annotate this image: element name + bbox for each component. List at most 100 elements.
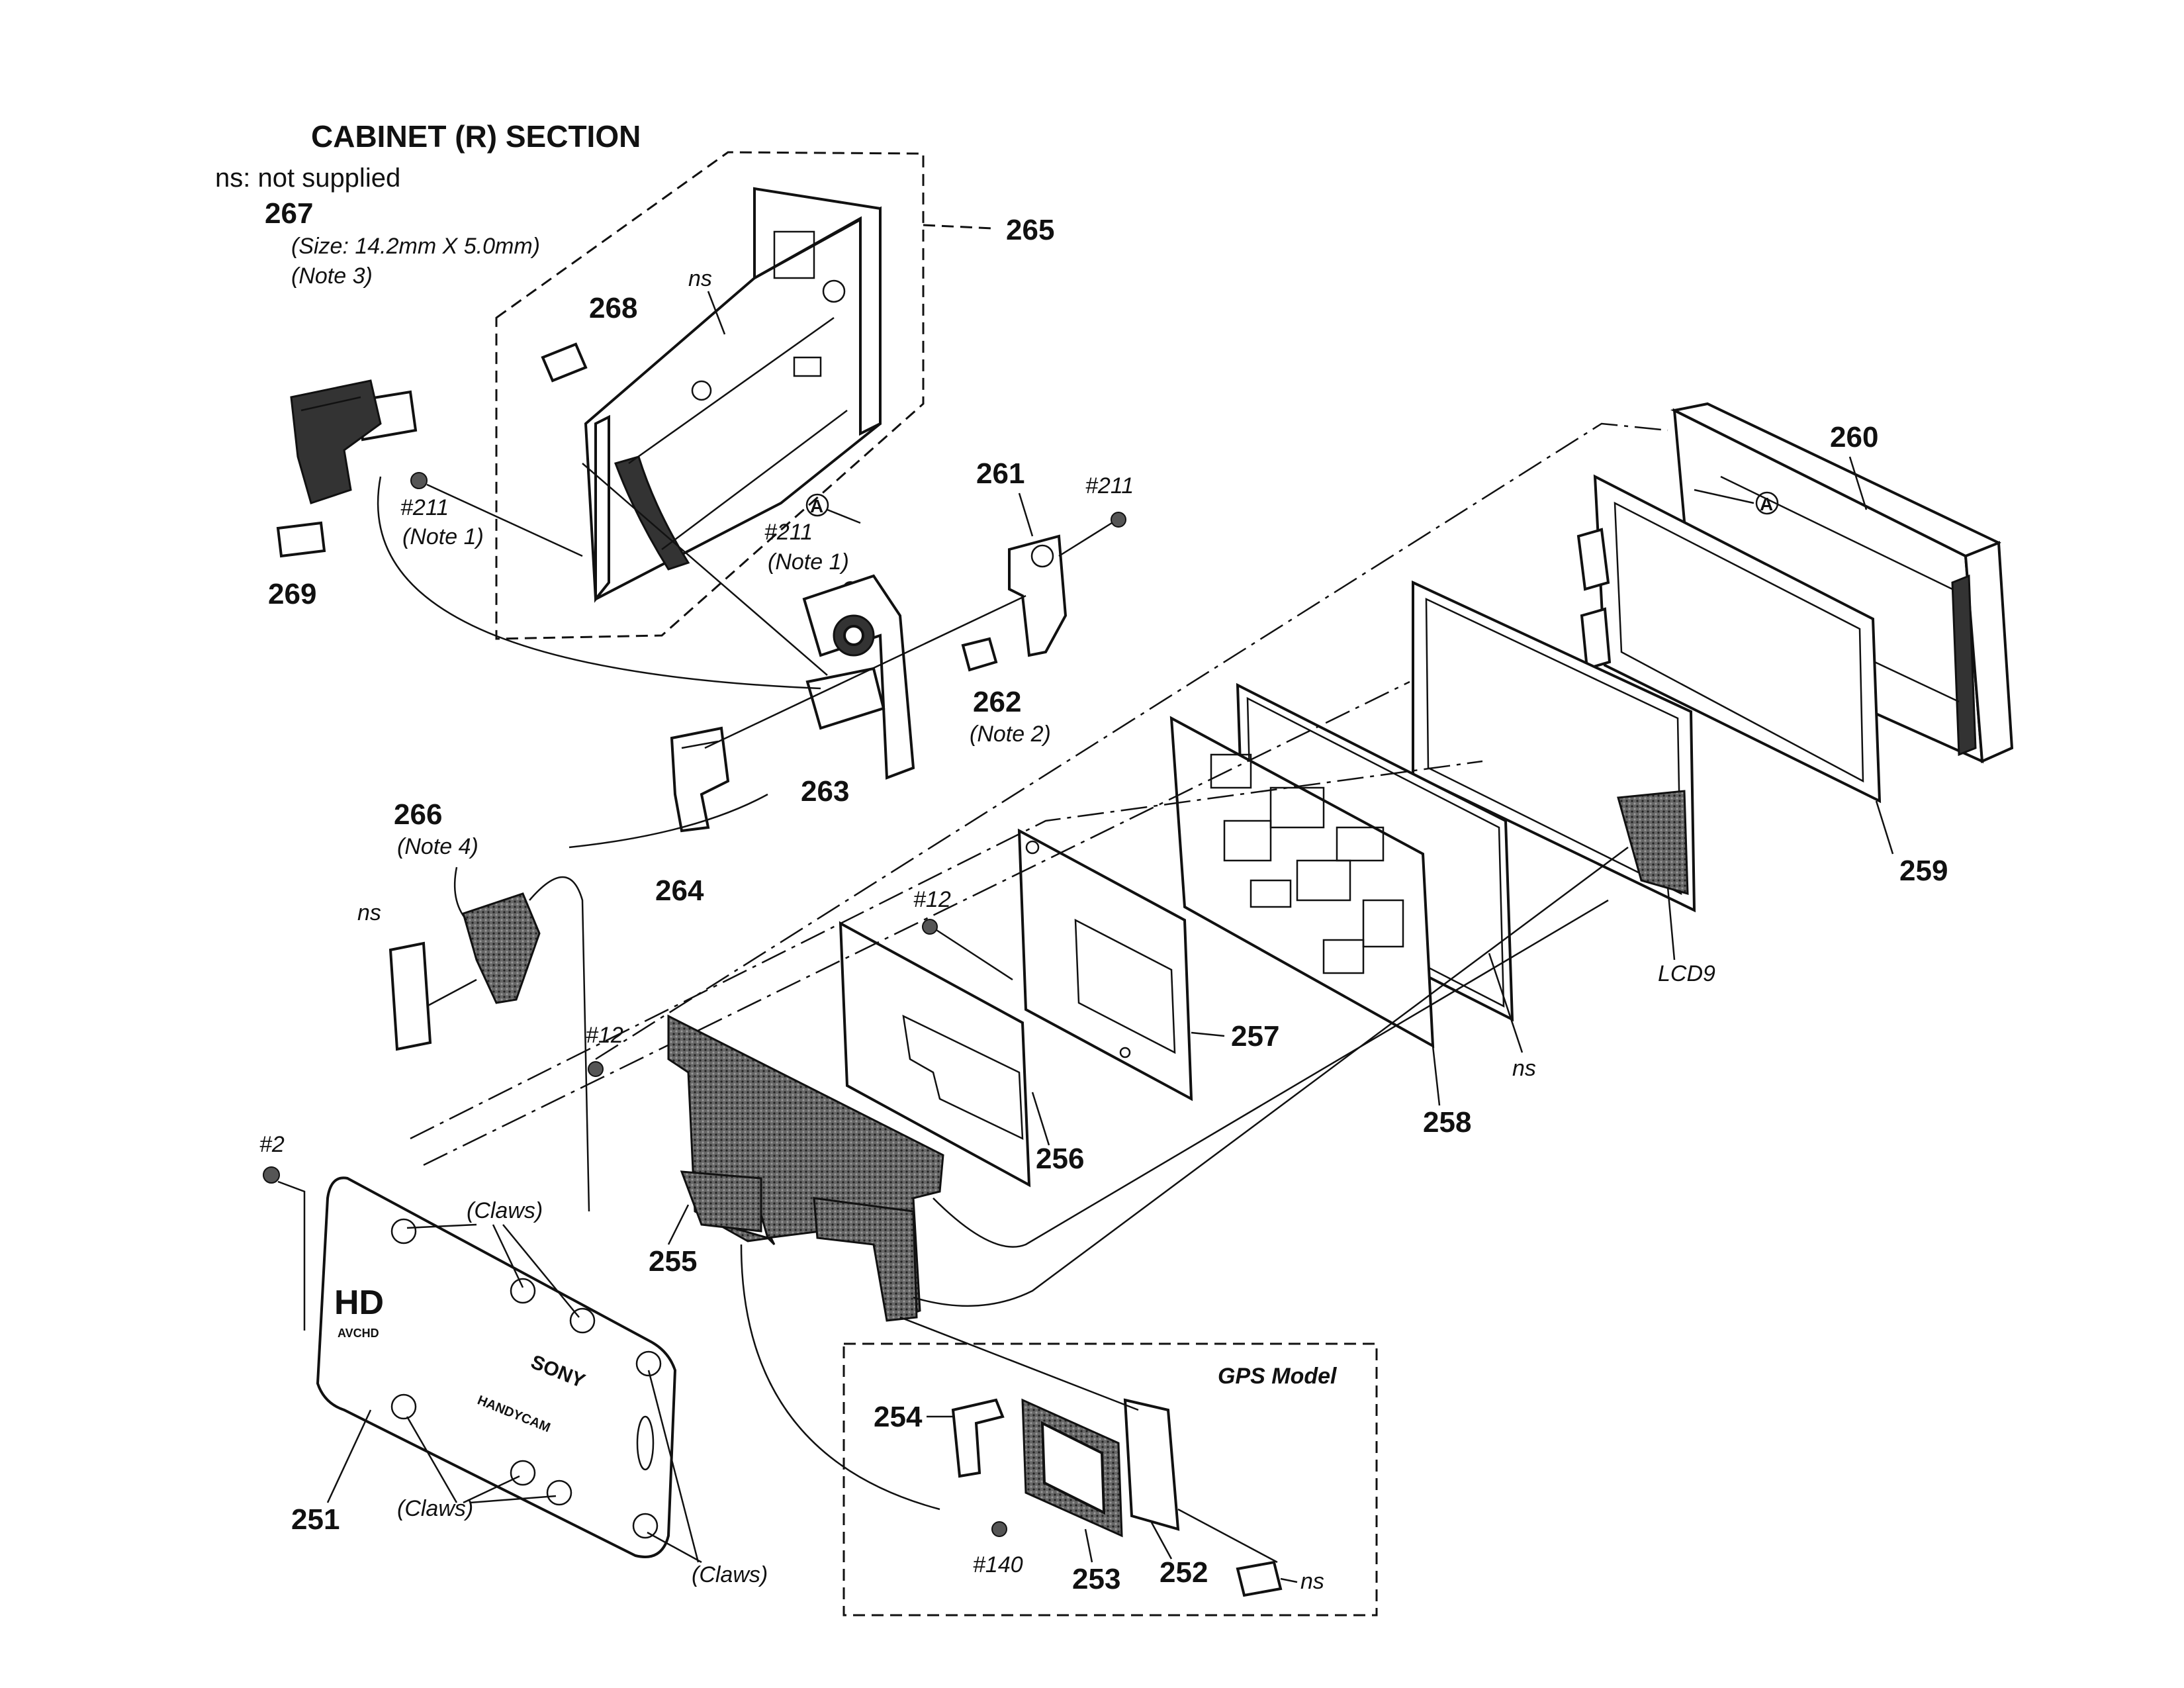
callout-268: 268: [589, 292, 637, 324]
leader-259: [1875, 800, 1894, 855]
leader-screw-2: [277, 1180, 306, 1331]
leader-claws-left-b: [463, 1475, 520, 1504]
leader-claws-top-a: [492, 1224, 524, 1288]
screw-label-140: #140: [973, 1552, 1023, 1577]
claws-label-right: (Claws): [692, 1562, 768, 1587]
part-254-flex-cable: [951, 1398, 1005, 1478]
cover-logo-hd: HD: [334, 1284, 384, 1322]
callout-263: 263: [801, 775, 849, 808]
screw-label-211-right: #211: [1085, 473, 1134, 498]
screw-2: [263, 1166, 280, 1184]
leader-frame-263: [582, 463, 828, 676]
callout-265: 265: [1006, 214, 1054, 246]
part-265-assembly-boundary: [495, 151, 925, 640]
leader-claws-top-c: [502, 1224, 580, 1318]
alignment-line-top: [595, 422, 1668, 1060]
leader-258: [1432, 1045, 1441, 1106]
part-261-hinge: [1008, 534, 1068, 657]
part-ns-sheet-266: [388, 941, 432, 1051]
leader-255: [667, 1204, 690, 1245]
leader-260: [1848, 456, 1868, 510]
leader-261: [1018, 492, 1034, 537]
section-title: CABINET (R) SECTION: [311, 119, 641, 154]
part-268-sheet: [541, 342, 588, 383]
callout-258: 258: [1423, 1106, 1471, 1139]
screw-211-right: [1111, 512, 1126, 528]
callout-253: 253: [1072, 1563, 1120, 1595]
screw-label-12-upper: #12: [913, 887, 951, 912]
part-ns-block: [1236, 1560, 1283, 1597]
part-253-gps-board: [1021, 1398, 1123, 1538]
callout-260: 260: [1830, 421, 1878, 453]
screw-label-211-left: #211: [400, 495, 449, 520]
part-251-cover: [316, 1176, 677, 1558]
leader-253: [1084, 1528, 1093, 1563]
note-1-label-left: (Note 1): [402, 524, 484, 549]
note-3-label: (Note 3): [291, 263, 373, 289]
marker-a-top-label: A: [810, 496, 823, 516]
leader-claws-right-a: [647, 1370, 700, 1563]
callout-266: 266: [394, 798, 442, 831]
part-266-cable: [453, 867, 590, 1212]
part-hinge-bracket: [290, 379, 382, 504]
leader-hinge-263: [377, 476, 821, 690]
callout-262: 262: [973, 686, 1021, 718]
part-269-sheet: [276, 521, 326, 558]
leader-211-right: [1058, 522, 1113, 557]
alignment-line-lower: [423, 680, 1410, 1166]
note-2-label: (Note 2): [970, 722, 1051, 747]
leader-255-gps: [899, 1316, 1139, 1411]
part-lcd9-panel: [1412, 580, 1696, 913]
screw-label-211-center: #211: [764, 520, 813, 545]
leader-12-upper: [936, 929, 1013, 981]
leader-a-top: [827, 508, 861, 524]
callout-264: 264: [655, 874, 704, 907]
marker-a-top: [805, 493, 829, 517]
part-257-plate: [1017, 828, 1193, 1102]
leader-257: [1191, 1031, 1225, 1037]
leader-ns-265: [707, 291, 726, 335]
leader-ns-266: [426, 978, 477, 1008]
callout-269: 269: [268, 578, 316, 610]
callout-267: 267: [265, 197, 313, 230]
marker-a-right: [1755, 491, 1779, 515]
note-4-label: (Note 4): [397, 834, 478, 859]
lcd9-label: LCD9: [1658, 961, 1715, 986]
leader-211-left: [426, 483, 583, 557]
leader-265: [923, 224, 993, 230]
claws-label-top: (Claws): [467, 1198, 543, 1223]
ns-label-board: ns: [1512, 1056, 1536, 1081]
callout-256: 256: [1036, 1143, 1084, 1175]
part-256-sheet: [839, 921, 1031, 1188]
screw-140: [991, 1521, 1007, 1537]
note-1-label-center: (Note 1): [768, 549, 849, 575]
part-264-bracket: [670, 726, 730, 833]
screw-label-2: #2: [259, 1132, 285, 1157]
callout-252: 252: [1160, 1556, 1208, 1589]
callout-257: 257: [1231, 1020, 1279, 1053]
leader-lcd9: [1666, 886, 1676, 961]
cover-logo-avchd: AVCHD: [338, 1327, 379, 1340]
screw-12-lower: [588, 1061, 604, 1077]
callout-259: 259: [1899, 855, 1948, 887]
part-258-board: [1169, 716, 1435, 1049]
not-supplied-note: ns: not supplied: [215, 164, 400, 193]
part-259-panel: [1576, 474, 1882, 804]
leader-a-right: [1694, 489, 1754, 504]
leader-ns-board: [1488, 953, 1524, 1053]
leader-claws-right-b: [647, 1531, 702, 1564]
part-262-block: [961, 637, 998, 672]
leader-255-254: [740, 1244, 940, 1511]
part-263-hinge: [802, 574, 915, 780]
alignment-line-middle: [410, 760, 1483, 1140]
ns-label-266: ns: [357, 900, 381, 925]
callout-254: 254: [874, 1401, 923, 1433]
gps-model-label: GPS Model: [1218, 1364, 1338, 1389]
leader-255-lcd: [933, 899, 1609, 1248]
leader-claws-top-b: [406, 1223, 477, 1229]
gps-model-boundary: [842, 1342, 1378, 1617]
leader-claws-left-a: [406, 1416, 458, 1503]
leader-claws-left-c: [469, 1495, 557, 1504]
note-size-267: (Size: 14.2mm X 5.0mm): [291, 234, 540, 259]
